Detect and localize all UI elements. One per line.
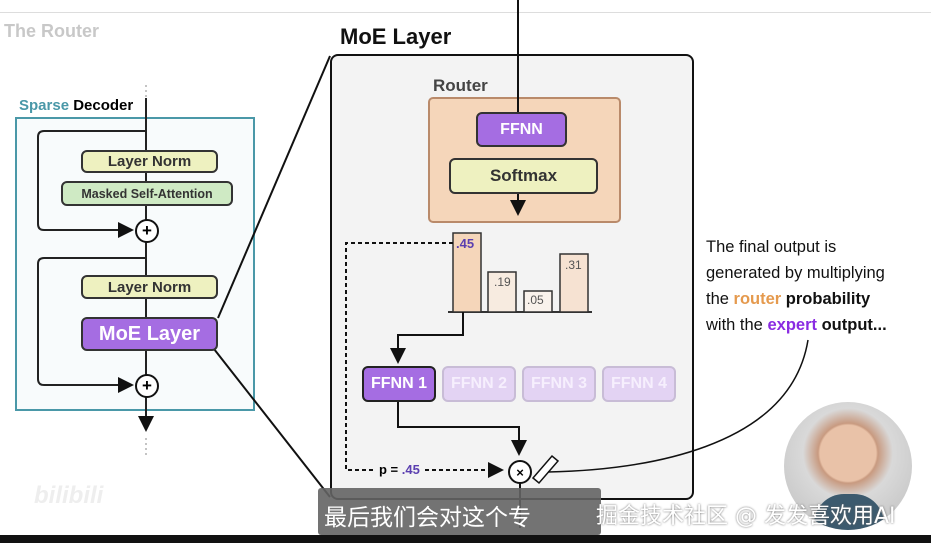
explanation-line-2: generated by multiplying — [706, 264, 885, 282]
softmax-box: Softmax — [449, 158, 598, 194]
prob-label-3: .05 — [527, 293, 544, 307]
prob-label-2: .19 — [494, 275, 511, 289]
watermark: 掘金技术社区 @ 发发喜欢用AI — [596, 504, 896, 529]
prob-bar-4 — [559, 253, 589, 313]
explanation-line-1: The final output is — [706, 238, 837, 256]
moe-panel-title: MoE Layer — [340, 24, 452, 49]
presenter-avatar — [784, 402, 912, 530]
masked-self-attention: Masked Self-Attention — [61, 181, 233, 206]
p-value: .45 — [401, 462, 420, 477]
prob-label-4: .31 — [565, 258, 582, 272]
decoder-label: Sparse Decoder — [19, 97, 133, 114]
explanation-output: output... — [821, 316, 887, 334]
p-label: p = .45 — [376, 462, 423, 477]
explanation-line-4: with the expert output... — [706, 312, 887, 338]
decoder-label-text: Decoder — [73, 97, 134, 114]
layer-norm-2: Layer Norm — [81, 275, 218, 299]
subtitle-box — [318, 488, 601, 535]
expert-ffnn-3: FFNN 3 — [522, 366, 596, 402]
bilibili-logo: bilibili — [34, 482, 104, 509]
svg-text:×: × — [516, 465, 524, 480]
explanation-line-3: the router probability — [706, 286, 887, 312]
top-divider — [0, 12, 931, 13]
add-icon-1: + — [135, 219, 159, 243]
prob-bar-1 — [452, 232, 482, 313]
explanation-with-the: with the — [706, 316, 763, 334]
expert-ffnn-1: FFNN 1 — [362, 366, 436, 402]
slide-title: The Router — [4, 21, 100, 41]
prob-bar-3 — [523, 290, 553, 313]
p-label-text: p = — [379, 462, 399, 477]
expert-ffnn-2: FFNN 2 — [442, 366, 516, 402]
decoder-label-accent: Sparse — [19, 97, 70, 114]
explanation-probability: probability — [785, 290, 871, 308]
subtitle-text: 最后我们会对这个专 — [324, 505, 531, 531]
router-ffnn: FFNN — [476, 112, 567, 147]
router-label: Router — [433, 76, 488, 95]
expert-ffnn-4: FFNN 4 — [602, 366, 676, 402]
bottom-bar — [0, 535, 931, 543]
pencil-icon — [531, 454, 560, 485]
explanation-expert: expert — [767, 316, 817, 334]
prob-bar-2 — [487, 271, 517, 313]
layer-norm-1: Layer Norm — [81, 150, 218, 173]
prob-label-1: .45 — [456, 236, 475, 251]
add-icon-2: + — [135, 374, 159, 398]
explanation-router: router — [733, 290, 782, 308]
explanation-the: the — [706, 290, 729, 308]
explanation-text: The final output is generated by multipl… — [706, 234, 887, 338]
moe-layer-block[interactable]: MoE Layer — [81, 317, 218, 351]
